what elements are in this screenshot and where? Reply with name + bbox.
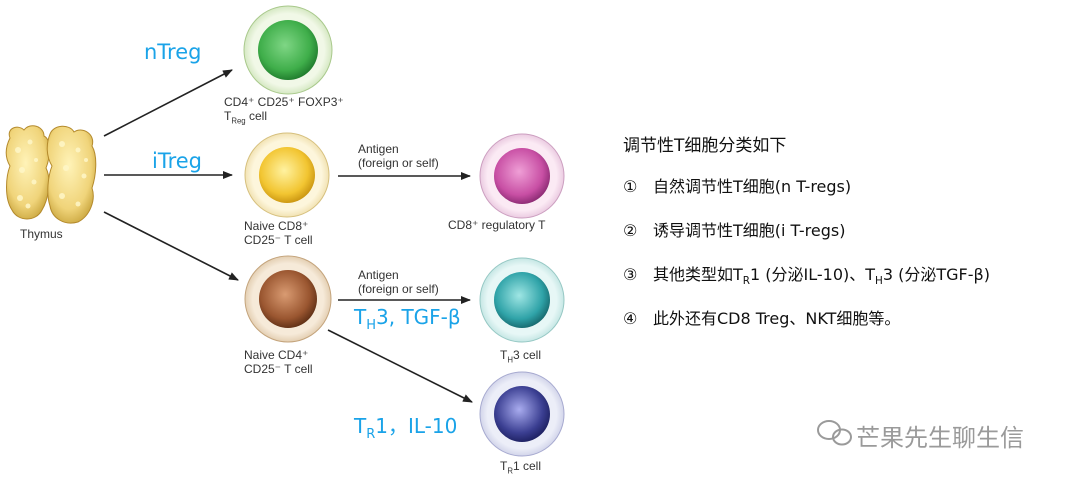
- ntreg-arrow-label: nTreg: [144, 40, 202, 64]
- naive-cd8-cell: [244, 132, 330, 218]
- antigen-label-1: Antigen (foreign or self): [358, 142, 439, 170]
- th3-cell: [479, 257, 565, 343]
- ntreg-cell-label-line2: TReg cell: [224, 109, 267, 126]
- antigen-label-2: Antigen (foreign or self): [358, 268, 439, 296]
- ntreg-cell: [243, 5, 333, 95]
- tr1-arrow-label: TR1，IL-10: [354, 414, 458, 442]
- tr1-cell-label: TR1 cell: [500, 459, 541, 476]
- cd8-regulatory-label: CD8⁺ regulatory T: [448, 218, 546, 232]
- th3-cell-label: TH3 cell: [500, 348, 541, 365]
- watermark-text: 芒果先生聊生信: [856, 424, 1024, 452]
- naive-cd4-cell: [244, 255, 332, 343]
- arrow-thymus-to-ntreg: [103, 69, 233, 137]
- cd8-regulatory-cell: [479, 133, 565, 219]
- thymus-icon: [5, 125, 97, 224]
- tr1-cell: [479, 371, 565, 457]
- ntreg-cell-label-line1: CD4⁺ CD25⁺ FOXP3⁺: [224, 95, 344, 109]
- th3-arrow-label: TH3, TGF-β: [354, 305, 461, 333]
- wechat-icon: [817, 420, 852, 446]
- arrow-cd4-to-tr1: [327, 329, 473, 403]
- thymus-label: Thymus: [20, 227, 63, 241]
- panel-title: 调节性T细胞分类如下: [623, 136, 787, 156]
- ntreg-cell-label: CD4⁺ CD25⁺ FOXP3⁺ TReg cell: [224, 95, 344, 126]
- arrow-thymus-to-naive-cd4: [103, 211, 239, 281]
- itreg-arrow-label: iTreg: [152, 149, 202, 173]
- naive-cd8-label: Naive CD8⁺ CD25⁻ T cell: [244, 219, 313, 247]
- naive-cd4-label: Naive CD4⁺ CD25⁻ T cell: [244, 348, 313, 376]
